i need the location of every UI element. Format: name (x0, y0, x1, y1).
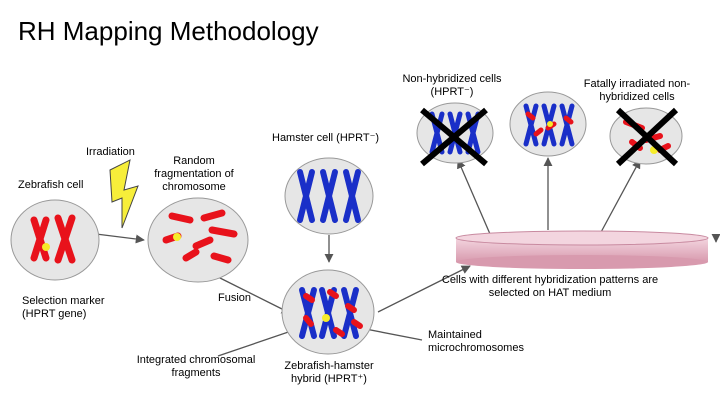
fragmented-cell (147, 197, 249, 283)
arrow-fusion (207, 271, 291, 314)
zebrafish-cell (10, 199, 100, 281)
page-title: RH Mapping Methodology (18, 16, 319, 46)
label-fatally-irradiated: Fatally irradiated non-hybridized cells (583, 78, 691, 103)
label-fusion: Fusion (218, 292, 252, 304)
label-zebrafish-cell: Zebrafish cell (18, 179, 84, 191)
cross-icon (420, 107, 488, 167)
label-integrated-fragments: Integrated chromosomal fragments (136, 354, 256, 379)
arrow-dish-to-fatal (599, 159, 641, 235)
hamster-cell (284, 157, 374, 235)
selection-marker-dot (42, 243, 50, 251)
label-hybrid: Zebrafish-hamster hybrid (HPRT⁺) (284, 360, 374, 385)
label-non-hybridized: Non-hybridized cells (HPRT⁻) (402, 73, 502, 98)
label-random-fragmentation: Random fragmentation of chromosome (154, 155, 234, 193)
arrow-zebrafish-to-fragments (95, 233, 145, 244)
lightning-icon (109, 159, 139, 229)
label-selection-marker: Selection marker (HPRT gene) (22, 295, 105, 320)
cross-icon (615, 107, 679, 167)
label-maintained: Maintained microchromosomes (428, 329, 524, 354)
arrow-dish-to-nonhybrid (457, 159, 491, 235)
surviving-hybrid-cell (509, 91, 587, 157)
nonhybridized-cell (416, 102, 494, 167)
label-hamster-cell: Hamster cell (HPRT⁻) (272, 132, 380, 144)
petri-dish (455, 230, 709, 269)
label-irradiation: Irradiation (86, 146, 135, 158)
arrow-hybrid-to-dish (377, 265, 471, 313)
fatally-irradiated-cell (609, 107, 683, 167)
hybrid-cell (281, 269, 375, 355)
label-selected-on-hat: Cells with different hybridization patte… (441, 274, 659, 299)
